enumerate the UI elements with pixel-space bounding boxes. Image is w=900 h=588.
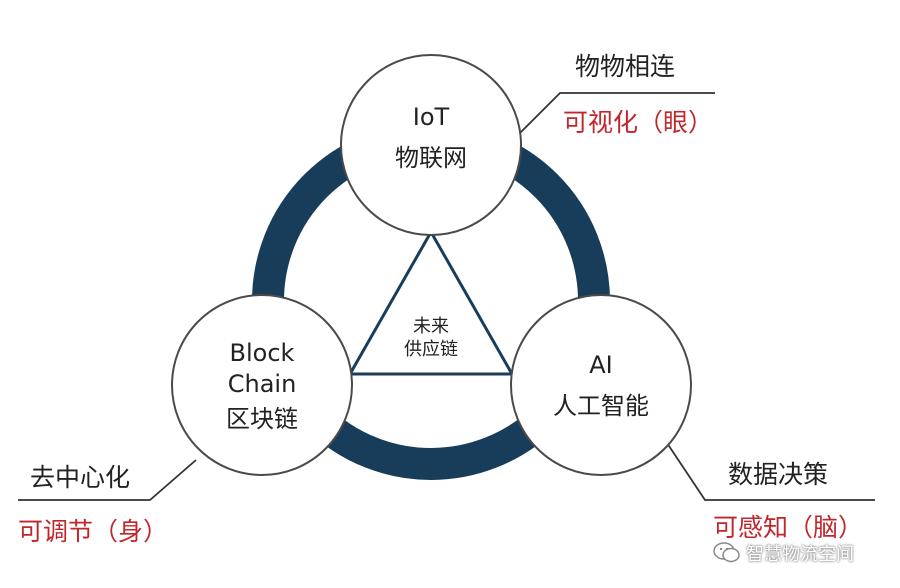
iot-circle [340, 54, 522, 236]
center-label: 未来 供应链 [381, 315, 481, 362]
blockchain-label-en-line2: Chain [227, 370, 297, 399]
iot-label-en: IoT [412, 103, 450, 131]
watermark: 智慧物流空间 [712, 540, 854, 566]
ai-circle [510, 294, 692, 476]
iot-top-label: 物物相连 [575, 52, 676, 81]
blockchain-label-zh: 区块链 [226, 405, 298, 434]
ai-label-zh: 人工智能 [553, 392, 649, 421]
center-label-line1: 未来 [413, 316, 449, 337]
watermark-text: 智慧物流空间 [746, 544, 854, 565]
wechat-icon [713, 542, 740, 563]
blockchain-node-label: Block Chain 区块链 [172, 338, 352, 436]
ai-top-label: 数据决策 [728, 460, 829, 489]
iot-node-label: IoT 物联网 [341, 102, 521, 174]
ai-bottom-label: 可感知（脑） [713, 513, 864, 542]
blockchain-circle [171, 294, 353, 476]
center-label-line2: 供应链 [404, 339, 458, 361]
ai-label-en: AI [589, 351, 613, 379]
blockchain-connector-line [18, 459, 197, 501]
iot-label-zh: 物联网 [395, 144, 467, 173]
ai-connector-line [664, 439, 875, 501]
blockchain-top-label: 去中心化 [30, 463, 131, 492]
blockchain-label-en-line1: Block [229, 339, 295, 367]
iot-connector-line [515, 92, 715, 138]
ai-node-label: AI 人工智能 [511, 350, 691, 422]
center-triangle [347, 228, 515, 376]
blockchain-bottom-label: 可调节（身） [18, 517, 169, 546]
iot-bottom-label: 可视化（眼） [563, 108, 714, 137]
